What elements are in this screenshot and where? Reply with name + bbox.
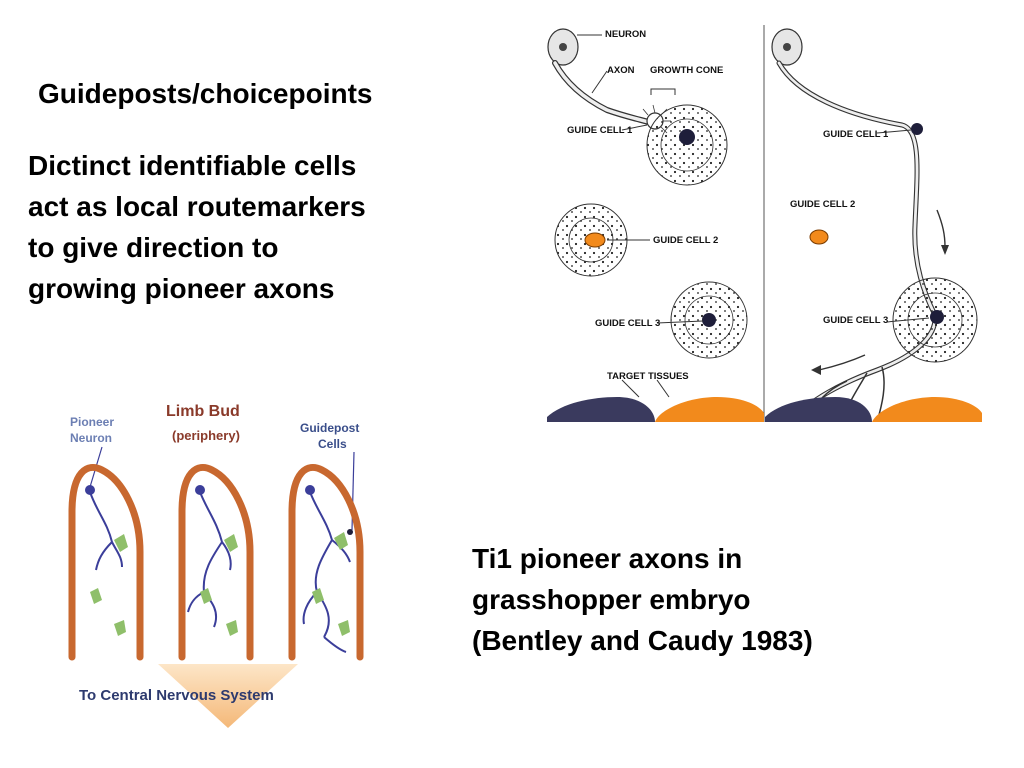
guide-cell-3-b — [930, 310, 944, 324]
limb-bud-1 — [68, 463, 144, 661]
pioneer-label-1: Pioneer — [70, 415, 114, 429]
cns-banner-label: To Central Nervous System — [79, 687, 274, 704]
axon-3 — [302, 491, 351, 653]
body-line: act as local routemarkers — [28, 191, 366, 222]
limb-bud-title: Limb Bud — [166, 403, 240, 420]
caption-line: Ti1 pioneer axons in — [472, 543, 743, 574]
limb-bud-diagram: Pioneer Neuron Limb Bud (periphery) Guid… — [62, 392, 394, 728]
slide-title: Guideposts/choicepoints — [38, 78, 373, 109]
cns-arrow — [158, 664, 298, 728]
guide-cell-2-b — [809, 229, 829, 245]
pioneer-label-2: Neuron — [70, 431, 112, 445]
caption-line: grasshopper embryo — [472, 584, 751, 615]
neuron-nucleus — [559, 43, 567, 51]
pioneer-neuron-3 — [305, 485, 315, 495]
neuron-label: NEURON — [605, 29, 646, 40]
guide-cell-2 — [584, 232, 606, 248]
target-tissue-orange-b — [872, 397, 982, 422]
direction-arrow-down — [936, 209, 946, 248]
guide-cell-2-label: GUIDE CELL 2 — [653, 235, 718, 246]
guide-cell-1-b — [911, 123, 923, 135]
caption-line: (Bentley and Caudy 1983) — [472, 625, 813, 656]
pioneer-neuron-1 — [85, 485, 95, 495]
axon-path — [552, 60, 655, 126]
right-panel: GUIDE CELL 1 GUIDE CELL 2 GUIDE CELL 3 — [765, 28, 982, 425]
limb-bud-2 — [178, 463, 254, 661]
guide-cell-3 — [702, 313, 716, 327]
guide-cell-diagram: NEURON AXON GROWTH CONE GUIDE CELL 1 GUI… — [547, 25, 982, 425]
growth-cone-label: GROWTH CONE — [650, 65, 723, 76]
limb-bud-subtitle: (periphery) — [172, 428, 240, 443]
guide-cell-diagram-svg: NEURON AXON GROWTH CONE GUIDE CELL 1 GUI… — [547, 25, 982, 425]
body-line: growing pioneer axons — [28, 273, 335, 304]
target-tissues-label: TARGET TISSUES — [607, 371, 689, 382]
pioneer-axon-path — [776, 60, 938, 425]
guide-cell-3-label-b: GUIDE CELL 3 — [823, 315, 888, 326]
limb-bud-3 — [288, 463, 364, 661]
axon-1 — [89, 491, 123, 571]
body-line: to give direction to — [28, 232, 279, 263]
guidepost-cell-dot — [347, 529, 353, 535]
axon-label: AXON — [607, 65, 635, 76]
target-tissue-navy-b — [765, 397, 872, 422]
limb-bud-svg: Pioneer Neuron Limb Bud (periphery) Guid… — [68, 403, 364, 728]
direction-arrow-left — [818, 354, 866, 371]
pioneer-neuron-2 — [195, 485, 205, 495]
guide-cell-1-label: GUIDE CELL 1 — [567, 125, 633, 136]
slide-body-text: Dictinct identifiable cells act as local… — [28, 145, 458, 309]
guide-cell-3-label: GUIDE CELL 3 — [595, 318, 660, 329]
guide-cell-1 — [679, 129, 695, 145]
guide-cell-1-label-b: GUIDE CELL 1 — [823, 129, 889, 140]
left-panel: NEURON AXON GROWTH CONE GUIDE CELL 1 GUI… — [547, 28, 764, 422]
body-line: Dictinct identifiable cells — [28, 150, 357, 181]
guidepost-label-1: Guidepost — [300, 421, 359, 435]
guide-cell-2-label-b: GUIDE CELL 2 — [790, 199, 855, 210]
target-tissue-orange — [655, 397, 764, 422]
figure-caption: Ti1 pioneer axons in grasshopper embryo … — [472, 538, 912, 661]
guidepost-label-2: Cells — [318, 437, 347, 451]
axon-2 — [187, 491, 232, 628]
target-tissue-navy — [547, 397, 655, 422]
